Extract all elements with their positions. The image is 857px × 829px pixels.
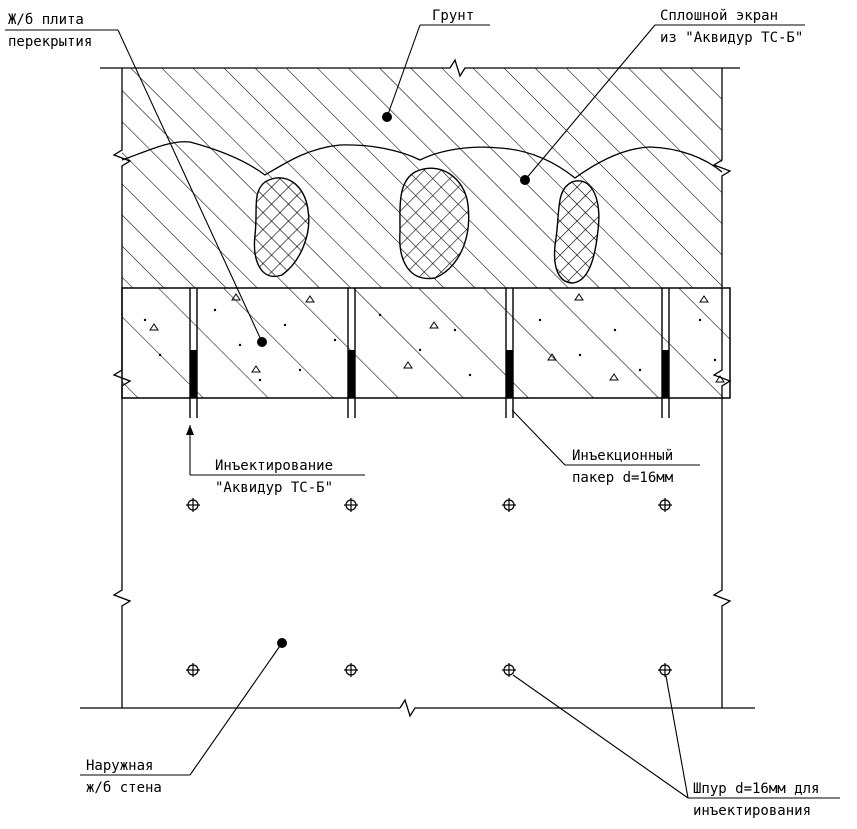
slab (121, 287, 731, 399)
label-wall-1: Наружная (86, 758, 153, 774)
label-wall-2: ж/б стена (86, 780, 162, 796)
label-packer-1: Инъекционный (572, 448, 673, 464)
label-soil: Грунт (432, 8, 474, 24)
label-slab-2: перекрытия (8, 34, 92, 50)
label-screen-1: Сплошной экран (660, 8, 778, 24)
bore-markers (186, 498, 672, 677)
frame-lines (80, 58, 755, 718)
injection-voids (253, 167, 600, 284)
label-injection-1: Инъектирование (215, 458, 333, 474)
label-bore-2: инъектирования (693, 803, 811, 819)
injection-arrow (186, 425, 194, 435)
screen-boundary (121, 141, 723, 179)
leaders (5, 24, 840, 799)
label-packer-2: пакер d=16мм (572, 470, 674, 486)
label-slab-1: Ж/б плита (8, 12, 84, 28)
packers (189, 288, 670, 418)
label-injection-2: "Аквидур ТС-Б" (215, 480, 333, 496)
label-screen-2: из "Аквидур ТС-Б" (660, 30, 803, 46)
label-bore-1: Шпур d=16мм для (693, 781, 819, 797)
leader-dots (257, 112, 530, 648)
